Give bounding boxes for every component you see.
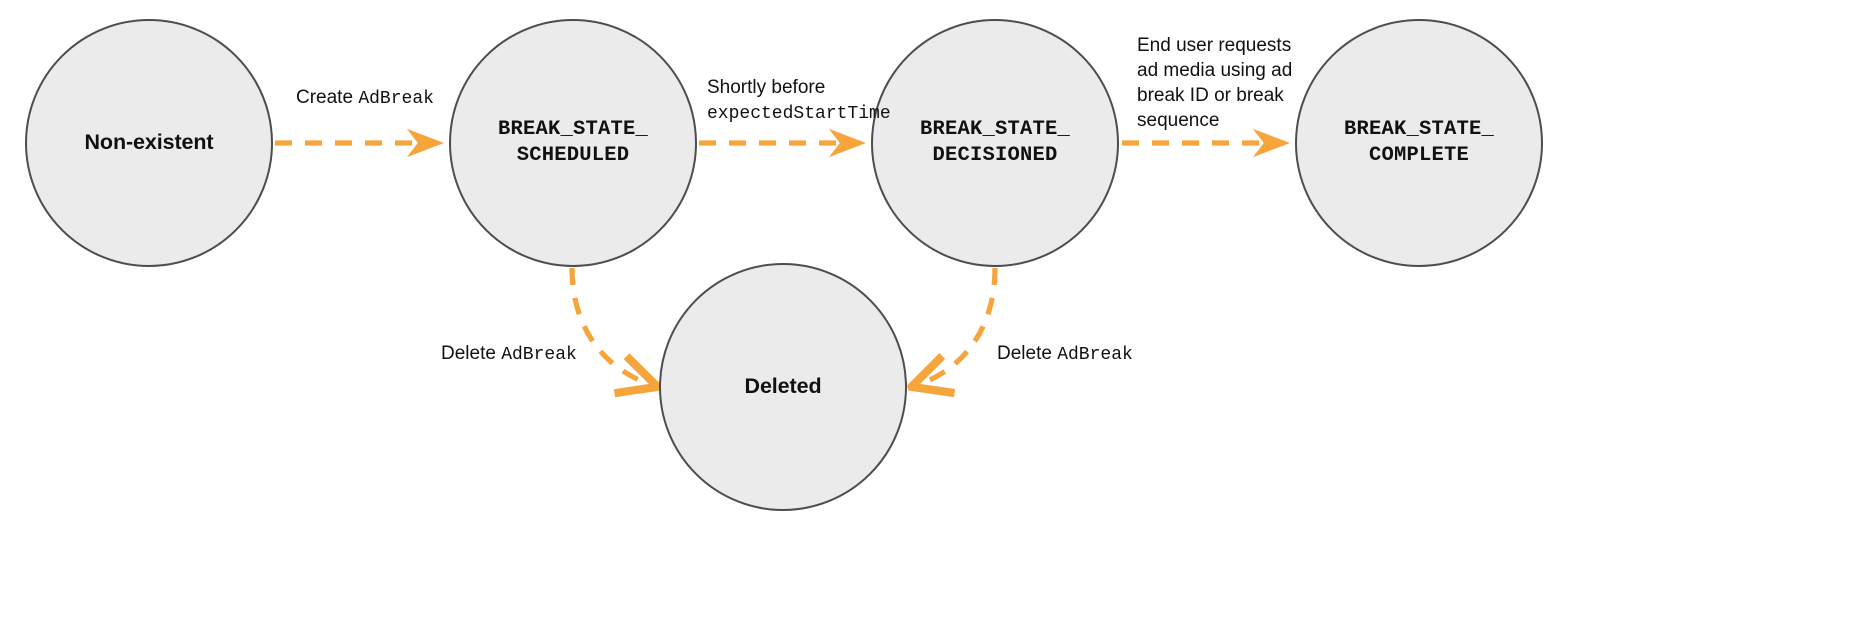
- state-node-label: BREAK_STATE_ COMPLETE: [1343, 117, 1495, 167]
- text-token: sequence: [1137, 110, 1220, 132]
- edge-label-delete-adbreak-from-scheduled: Delete AdBreak: [441, 341, 577, 368]
- text-token: Shortly before: [707, 77, 826, 98]
- code-token: AdBreak: [1057, 345, 1133, 365]
- code-token: AdBreak: [358, 89, 434, 109]
- edge-label-delete-adbreak-from-decisioned: Delete AdBreak: [997, 341, 1133, 368]
- edge-label-line: Delete AdBreak: [441, 341, 577, 368]
- text-token: break ID or break: [1137, 85, 1284, 107]
- edge-label-end-user-requests-ad-media: End user requests ad media using ad break …: [1137, 33, 1292, 133]
- text-token: ad media using ad: [1137, 60, 1293, 82]
- edge-label-line: Create AdBreak: [296, 85, 434, 112]
- state-node-deleted[interactable]: Deleted: [659, 263, 907, 511]
- state-node-break-state-scheduled[interactable]: BREAK_STATE_ SCHEDULED: [449, 19, 697, 267]
- edge-label-shortly-before-expected-start-time: Shortly before expectedStartTime: [707, 75, 891, 127]
- text-token: Create: [296, 87, 359, 108]
- state-node-label: BREAK_STATE_ SCHEDULED: [497, 117, 649, 167]
- edge-label-line: break ID or break: [1137, 83, 1292, 108]
- edge-label-line: expectedStartTime: [707, 100, 891, 127]
- text-token: Delete: [997, 343, 1058, 364]
- edge-label-line: End user requests: [1137, 33, 1292, 58]
- edge-label-line: ad media using ad: [1137, 58, 1292, 83]
- state-node-label: Deleted: [744, 374, 822, 399]
- state-node-label: BREAK_STATE_ DECISIONED: [919, 117, 1071, 167]
- edge-label-line: sequence: [1137, 108, 1292, 133]
- text-token: Delete: [441, 343, 502, 364]
- edge-label-line: Delete AdBreak: [997, 341, 1133, 368]
- edge-delete-from-decisioned: [917, 267, 998, 385]
- state-node-break-state-complete[interactable]: BREAK_STATE_ COMPLETE: [1295, 19, 1543, 267]
- edge-delete-from-scheduled: [569, 267, 652, 385]
- state-node-break-state-decisioned[interactable]: BREAK_STATE_ DECISIONED: [871, 19, 1119, 267]
- state-node-non-existent[interactable]: Non-existent: [25, 19, 273, 267]
- edge-label-create-adbreak: Create AdBreak: [296, 85, 434, 112]
- text-token: End user requests: [1137, 35, 1292, 56]
- code-token: AdBreak: [501, 345, 577, 365]
- state-node-label: Non-existent: [84, 130, 214, 155]
- edge-label-line: Shortly before: [707, 75, 891, 100]
- code-token: expectedStartTime: [707, 104, 891, 125]
